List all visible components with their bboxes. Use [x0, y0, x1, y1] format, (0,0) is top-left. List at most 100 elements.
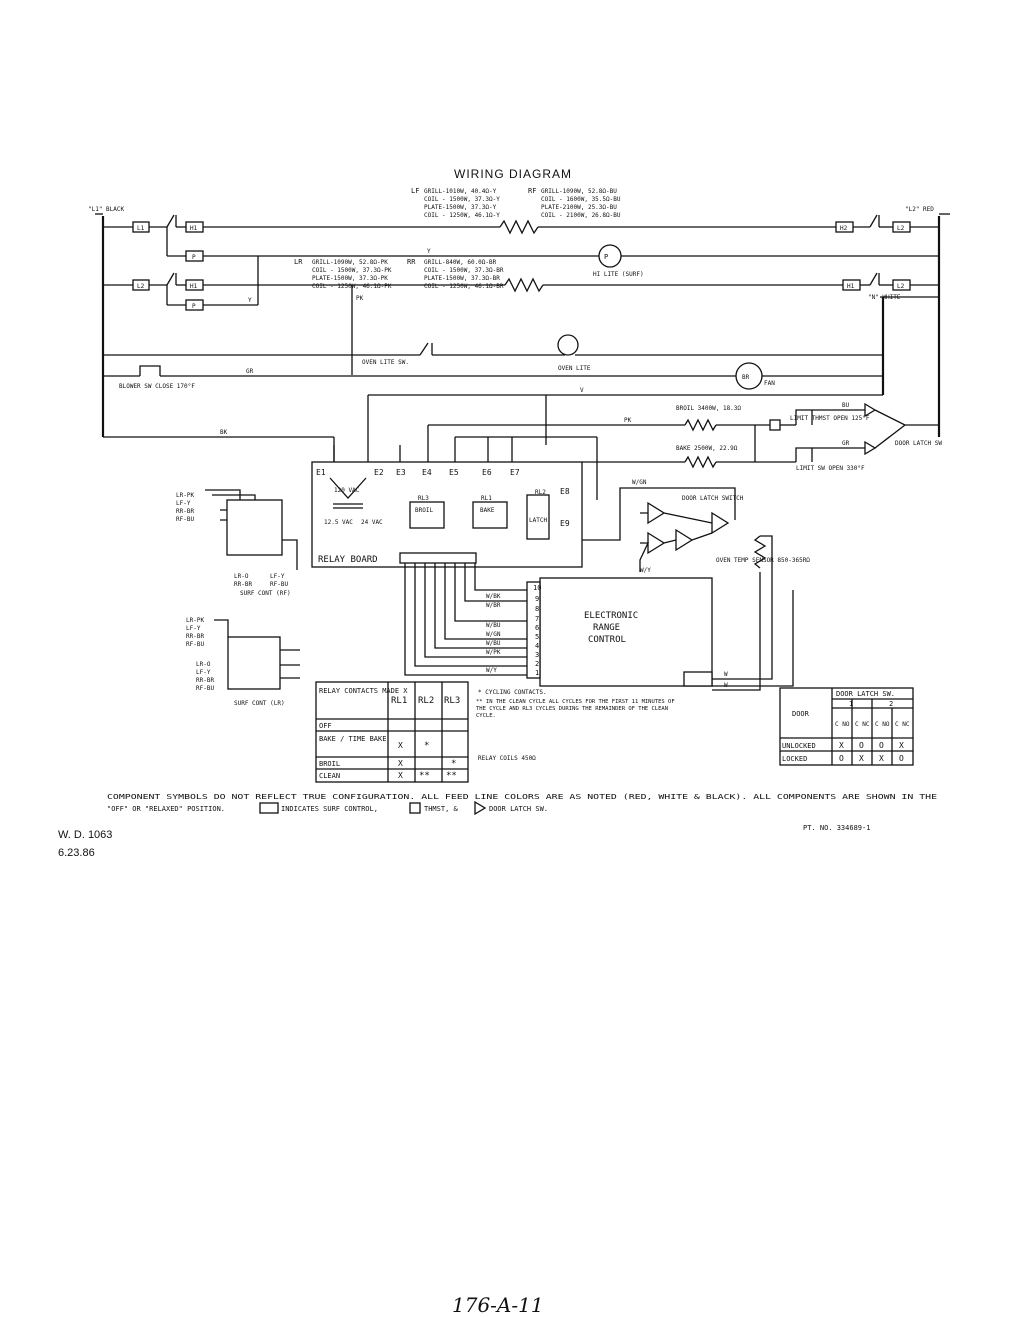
- surf-rf-box: [226, 499, 283, 556]
- electronic-range-control: ELECTRONIC RANGE CONTROL 10 9 8 7 6 5 4 …: [526, 577, 713, 687]
- l2-terminal-left-label: L2: [137, 283, 145, 290]
- rf-surface-circuit: L1 H1 H2 L2: [103, 214, 939, 235]
- door-latch-motor: [874, 409, 939, 449]
- door-latch-w-label: W/Y: [640, 567, 651, 574]
- board-terminal-e9: E9: [560, 519, 570, 528]
- oven-lite-sw-label: OVEN LITE SW.: [362, 359, 409, 366]
- broil-element-resistor: [684, 418, 717, 432]
- lr-rating-2: COIL - 1500W, 37.3Ω-PK: [312, 267, 392, 274]
- sensor-return: [712, 590, 794, 687]
- surf-lr-leads: [214, 619, 300, 679]
- door-locked-3: X: [879, 754, 884, 763]
- wire-label-wbu: W/BU: [486, 622, 501, 629]
- l2-red-label: "L2" RED: [905, 206, 934, 213]
- rr-rating-block: RR GRILL-840W, 60.0Ω-BR COIL - 1500W, 37…: [407, 258, 504, 290]
- wire-label-wbk: W/BK: [486, 593, 501, 600]
- h1-terminal-right-label: H1: [847, 283, 855, 290]
- surf-rf-label-1: LR-PK: [176, 492, 194, 499]
- relay-row-bake: BAKE / TIME BAKE: [319, 735, 386, 743]
- door-latch-switch-1: [647, 501, 666, 525]
- harness-wire-7: [464, 563, 527, 602]
- board-terminal-e4: E4: [422, 468, 432, 477]
- door-locked-2: X: [859, 754, 864, 763]
- rr-tag: RR: [407, 258, 416, 266]
- sensor-w-label-1: W: [724, 671, 728, 678]
- relay-row-clean-rl2: **: [419, 771, 430, 781]
- erc-pin-2: 2: [535, 660, 539, 668]
- broil-pk-label: PK: [624, 417, 632, 424]
- surf-lr-bottom-1: LR-O: [196, 661, 211, 668]
- bake-limit-sw: [795, 447, 813, 462]
- door-unlocked-2: O: [859, 741, 864, 750]
- note-cycling: * CYCLING CONTACTS.: [478, 689, 547, 696]
- surf-rf-label-3: RR-BR: [176, 508, 194, 515]
- door-unlocked-3: O: [879, 741, 884, 750]
- lr-rating-3: PLATE-1500W, 37.3Ω-PK: [312, 275, 388, 282]
- erc-pin-10: 10: [533, 584, 541, 592]
- blower-g-label: GR: [246, 368, 254, 375]
- l2-terminal-right-label: L2: [897, 283, 905, 290]
- rf-rating-1: GRILL-1090W, 52.8Ω-BU: [541, 188, 617, 195]
- l1-black-label: "L1" BLACK: [88, 206, 125, 213]
- harness-wire-2: [414, 563, 527, 667]
- wire-label-wy: W/Y: [486, 667, 497, 674]
- erc-pin-3: 3: [535, 651, 539, 659]
- hi-lite-lamp-glyph: P: [604, 253, 608, 261]
- lr-surface-circuit: L2 H1 H1 L2: [103, 272, 939, 293]
- door-table-outline: [779, 687, 914, 766]
- harness-wire-4: [434, 563, 527, 649]
- wire-label-wbu2: W/BU: [486, 640, 501, 647]
- door-col-2: C NC: [855, 721, 870, 728]
- transformer-secondary-b: 24 VAC: [361, 519, 383, 526]
- lf-tag: LF: [411, 187, 419, 195]
- legend-surf-text: INDICATES SURF CONTROL,: [281, 805, 378, 813]
- erc-pin-6: 6: [535, 624, 539, 632]
- lr-element-resistor: [504, 277, 544, 293]
- harness-wire-5: [444, 563, 527, 640]
- erc-label-3: CONTROL: [588, 635, 626, 645]
- relay-broil-tag: RL3: [418, 495, 429, 502]
- lf-rating-4: COIL - 1250W, 46.1Ω-Y: [424, 212, 500, 219]
- oven-lite-switch: [419, 342, 433, 356]
- l1-terminal-top-label: L1: [137, 225, 145, 232]
- footer-line-1: COMPONENT SYMBOLS DO NOT REFLECT TRUE CO…: [107, 793, 937, 801]
- p-terminal-top-label: P: [192, 254, 196, 261]
- wd-number: W. D. 1063: [58, 829, 112, 841]
- board-terminal-e7: E7: [510, 468, 520, 477]
- erc-pin-7: 7: [535, 615, 539, 623]
- relay-bake: [472, 501, 508, 529]
- relay-row-clean-rl3: **: [446, 771, 457, 781]
- bake-element-label: BAKE 2500W, 22.9Ω: [676, 445, 738, 452]
- relay-board: E1 E2 E3 E4 E5 E6 E7 E8 E9 120 VAC 12.5 …: [311, 461, 583, 568]
- surf-cont-rf: LR-PK LF-Y RR-BR RF-BU LR-O LF-Y RR-BR R…: [176, 489, 298, 597]
- relay-bake-label: BAKE: [480, 507, 495, 514]
- relay-latch-tag: RL2: [535, 489, 546, 496]
- erc-pin-8: 8: [535, 605, 539, 613]
- sensor-lead-2: [712, 572, 761, 691]
- erc-label-1: ELECTRONIC: [584, 611, 638, 621]
- board-terminal-e3: E3: [396, 468, 406, 477]
- legend-surf-symbol: [259, 802, 279, 814]
- lf-rating-1: GRILL-1010W, 40.4Ω-Y: [424, 188, 497, 195]
- broil-thermostat: [769, 419, 781, 431]
- surf-rf-leads: [205, 489, 298, 570]
- rr-rating-3: PLATE-1500W, 37.3Ω-BR: [424, 275, 500, 282]
- erc-pin-4: 4: [535, 642, 539, 650]
- relay-row-broil-rl3: *: [451, 759, 456, 769]
- hi-lite-label: HI LITE (SURF): [593, 271, 644, 278]
- oven-temp-sensor-group: OVEN TEMP SENSOR 850-365RΩ W W: [712, 535, 810, 691]
- p-terminal-bottom-label: P: [192, 303, 196, 310]
- part-number: PT. NO. 334689-1: [803, 824, 870, 832]
- transformer-primary-label: 120 VAC: [334, 487, 360, 494]
- broil-door-contact: [864, 402, 877, 418]
- surf-cont-lr: LR-PK LF-Y RR-BR RF-BU LR-O LF-Y RR-BR R…: [186, 617, 300, 707]
- door-locked-1: O: [839, 754, 844, 763]
- rf-rating-3: PLATE-2100W, 25.3Ω-BU: [541, 204, 617, 211]
- board-terminal-e2: E2: [374, 468, 384, 477]
- surf-lr-label-4: RF-BU: [186, 641, 204, 648]
- legend-thmst-text: THMST, &: [424, 805, 459, 813]
- h1-terminal-mid-label: H1: [190, 283, 198, 290]
- erc-box: [539, 577, 713, 687]
- surf-lr-label-3: RR-BR: [186, 633, 204, 640]
- relay-table-outline: [315, 681, 469, 783]
